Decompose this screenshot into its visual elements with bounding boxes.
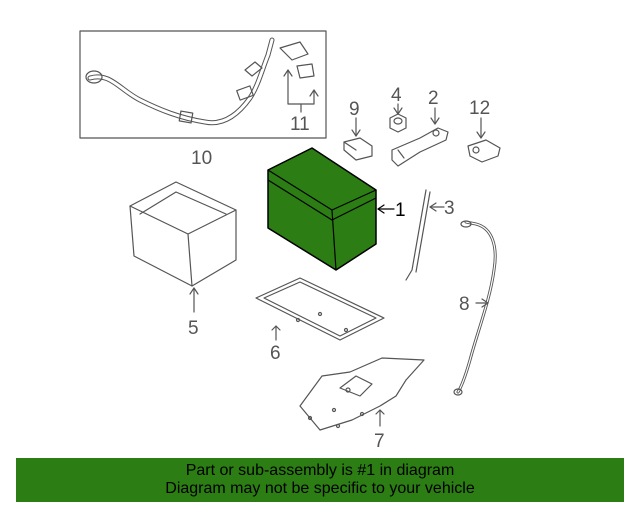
callout-3: 3 [444, 198, 455, 219]
callout-5: 5 [188, 318, 199, 339]
part-9-bracket [344, 118, 372, 160]
part-1-battery [268, 148, 394, 270]
callout-9: 9 [349, 99, 360, 120]
part-6-plate [256, 278, 384, 340]
callout-6: 6 [270, 343, 281, 364]
callout-4: 4 [391, 85, 402, 106]
part-3-rod [406, 190, 444, 280]
banner-line-2: Diagram may not be specific to your vehi… [16, 480, 624, 498]
info-banner: Part or sub-assembly is #1 in diagram Di… [16, 458, 624, 502]
part-2-hold-down [392, 108, 448, 166]
part-7-under-tray [300, 358, 424, 430]
banner-line-1: Part or sub-assembly is #1 in diagram [16, 462, 624, 480]
callout-8: 8 [459, 294, 470, 315]
parts-diagram: 1 2 3 4 5 6 7 8 9 10 11 12 [0, 0, 640, 456]
callout-2: 2 [428, 88, 439, 109]
part-5-battery-box [130, 182, 236, 312]
callout-1: 1 [395, 200, 406, 221]
callout-10: 10 [191, 148, 212, 169]
callout-12: 12 [469, 98, 490, 119]
callout-7: 7 [374, 431, 385, 452]
part-4-nut [390, 104, 406, 132]
part-12-terminal [468, 118, 500, 162]
callout-11: 11 [290, 114, 310, 135]
